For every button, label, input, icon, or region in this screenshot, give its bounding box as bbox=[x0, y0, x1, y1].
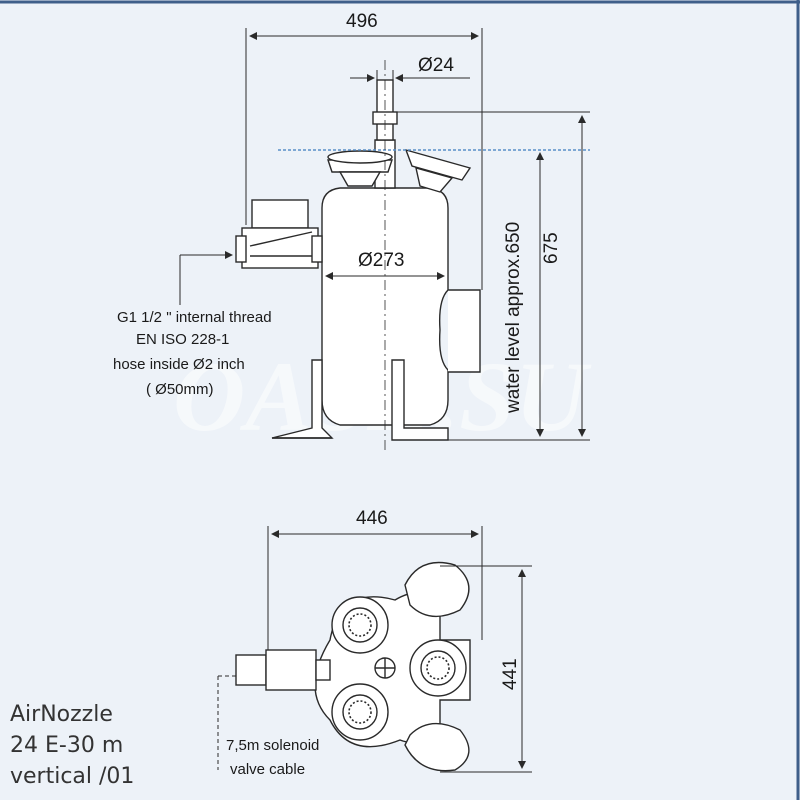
cable-note-line-1: 7,5m solenoid bbox=[226, 737, 320, 754]
cable-note-line-2: valve cable bbox=[230, 761, 306, 778]
thread-note-line-3: hose inside Ø2 inch bbox=[113, 356, 245, 373]
thread-note-line-4: ( Ø50mm) bbox=[146, 381, 214, 398]
thread-note-line-2: EN ISO 228-1 bbox=[136, 331, 230, 348]
top-view-rosette-detail bbox=[348, 613, 450, 724]
dim-inlet-diameter bbox=[350, 70, 470, 82]
dim-body-diameter-label: Ø273 bbox=[358, 250, 405, 271]
dim-width-side bbox=[245, 28, 483, 290]
product-name-line-1: AirNozzle bbox=[10, 702, 113, 727]
dim-height-label: 675 bbox=[541, 232, 562, 264]
dim-depth-top bbox=[440, 565, 532, 773]
product-name-line-2: 24 E-30 m bbox=[10, 733, 124, 758]
dim-width-top-label: 446 bbox=[356, 508, 388, 529]
water-level-label: water level approx.650 bbox=[503, 221, 524, 413]
dim-depth-top-label: 441 bbox=[500, 658, 521, 690]
dim-height bbox=[395, 111, 590, 441]
product-name-line-3: vertical /01 bbox=[10, 764, 135, 789]
dim-width-side-label: 496 bbox=[346, 11, 378, 32]
thread-leader bbox=[179, 251, 233, 305]
thread-note-line-1: G1 1/2 " internal thread bbox=[117, 309, 272, 326]
top-view-unit bbox=[235, 561, 471, 772]
dim-inlet-diameter-label: Ø24 bbox=[418, 55, 454, 76]
dim-width-top bbox=[267, 526, 483, 650]
